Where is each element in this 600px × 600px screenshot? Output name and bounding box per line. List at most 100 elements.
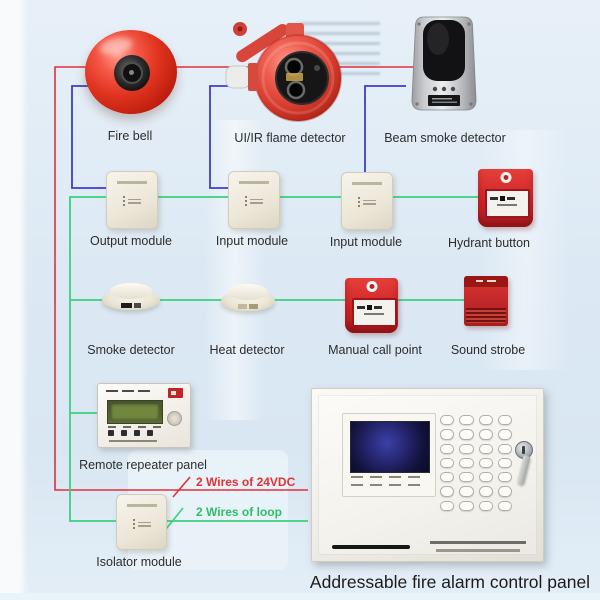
label-fire-bell: Fire bell bbox=[107, 129, 153, 143]
fire-bell-icon bbox=[85, 30, 177, 114]
panel-model-text bbox=[430, 541, 526, 544]
keypad-button bbox=[459, 415, 474, 426]
panel-indicator-labels bbox=[351, 476, 420, 478]
keypad-button bbox=[478, 443, 493, 454]
module-markings bbox=[358, 197, 376, 207]
brand-logo-icon bbox=[500, 172, 511, 183]
label-output-module: Output module bbox=[90, 234, 172, 248]
manual-call-point-icon bbox=[345, 278, 398, 333]
repeater-brand-badge bbox=[168, 388, 183, 398]
keypad-button bbox=[497, 415, 512, 426]
label-hydrant-button: Hydrant button bbox=[448, 236, 530, 250]
label-input-module-2: Input module bbox=[329, 235, 403, 249]
keypad-button bbox=[497, 500, 512, 511]
keypad-button bbox=[440, 486, 455, 497]
keypad-button bbox=[478, 457, 493, 469]
bell-hub-ring bbox=[121, 62, 143, 84]
isolator-module-icon bbox=[116, 494, 167, 550]
label-wire-loop: 2 Wires of loop bbox=[196, 505, 282, 519]
label-control-panel: Addressable fire alarm control panel bbox=[309, 572, 591, 592]
keypad-button bbox=[497, 472, 512, 483]
keypad-button bbox=[440, 415, 455, 426]
detector-vents bbox=[121, 303, 141, 308]
keypad-button bbox=[497, 457, 512, 469]
heat-detector-icon bbox=[221, 284, 275, 317]
smoke-detector-icon bbox=[102, 283, 160, 319]
label-beam-detector: Beam smoke detector bbox=[384, 131, 506, 145]
sound-strobe-icon bbox=[464, 276, 508, 326]
control-panel-icon bbox=[311, 388, 544, 562]
beam-smoke-detector-icon bbox=[411, 16, 477, 111]
repeater-panel-icon bbox=[97, 383, 191, 448]
panel-lcd-screen bbox=[350, 421, 430, 473]
label-smoke-detector: Smoke detector bbox=[87, 343, 175, 357]
repeater-buttons bbox=[108, 430, 153, 436]
background-bottom-band bbox=[0, 593, 600, 600]
background-light-column bbox=[205, 120, 265, 420]
module-markings bbox=[123, 196, 141, 206]
label-heat-detector: Heat detector bbox=[209, 343, 285, 357]
label-input-module-1: Input module bbox=[215, 234, 289, 248]
strobe-grille bbox=[466, 308, 506, 323]
input-module-2-icon bbox=[341, 172, 393, 230]
bell-hub-dot bbox=[129, 70, 134, 75]
module-title-text bbox=[352, 182, 382, 185]
repeater-lcd-screen bbox=[107, 400, 163, 424]
strobe-label-band bbox=[464, 276, 508, 287]
panel-slot bbox=[332, 545, 410, 549]
label-wire-24vdc: 2 Wires of 24VDC bbox=[196, 475, 296, 489]
keypad-button bbox=[497, 486, 512, 497]
keypad-button bbox=[478, 472, 493, 483]
label-manual-call-point: Manual call point bbox=[328, 343, 422, 357]
repeater-buzzer bbox=[167, 411, 182, 426]
hydrant-button-window bbox=[485, 189, 530, 218]
repeater-header-text bbox=[106, 390, 150, 392]
keypad-button bbox=[459, 457, 474, 469]
module-markings bbox=[245, 196, 263, 206]
panel-manufacturer-text bbox=[436, 549, 520, 552]
module-markings bbox=[133, 519, 151, 529]
detector-dome bbox=[109, 283, 153, 299]
keypad-button bbox=[459, 443, 474, 454]
bell-highlight bbox=[97, 34, 135, 58]
detector-dome bbox=[228, 284, 268, 300]
output-module-icon bbox=[106, 171, 158, 229]
label-isolator-module: Isolator module bbox=[96, 555, 182, 569]
label-repeater-panel: Remote repeater panel bbox=[79, 458, 207, 472]
keypad-button bbox=[459, 472, 474, 483]
keypad-button bbox=[459, 429, 474, 440]
module-title-text bbox=[117, 181, 147, 184]
keypad-button bbox=[497, 443, 512, 454]
module-title-text bbox=[239, 181, 269, 184]
keypad-button bbox=[478, 415, 493, 426]
wire-loop-tick bbox=[165, 507, 184, 530]
panel-indicator-labels bbox=[351, 484, 420, 486]
keypad-button bbox=[440, 472, 455, 483]
keypad-button bbox=[478, 429, 493, 440]
repeater-footer-text bbox=[109, 440, 157, 442]
keypad-button bbox=[497, 429, 512, 440]
bell-hub bbox=[114, 55, 150, 91]
input-module-1-icon bbox=[228, 171, 280, 229]
label-sound-strobe: Sound strobe bbox=[450, 343, 526, 357]
keypad-button bbox=[440, 500, 455, 511]
wire-24vdc-tick bbox=[172, 476, 191, 498]
detector-vents bbox=[238, 304, 258, 309]
keypad-button bbox=[440, 457, 455, 469]
label-flame-detector: UI/IR flame detector bbox=[234, 131, 346, 145]
hydrant-button-icon bbox=[478, 169, 533, 227]
panel-keypad bbox=[440, 415, 512, 511]
keypad-button bbox=[459, 500, 474, 511]
keypad-button bbox=[478, 486, 493, 497]
keypad-button bbox=[459, 486, 474, 497]
wire-blue-beam-to-input2 bbox=[364, 85, 406, 182]
module-title-text bbox=[127, 504, 157, 507]
keypad-button bbox=[478, 500, 493, 511]
repeater-button-labels bbox=[108, 426, 161, 428]
keypad-button bbox=[440, 429, 455, 440]
panel-display-unit bbox=[342, 413, 436, 497]
call-point-window bbox=[352, 298, 397, 327]
keypad-button bbox=[440, 443, 455, 454]
flame-detector-icon bbox=[225, 22, 342, 122]
